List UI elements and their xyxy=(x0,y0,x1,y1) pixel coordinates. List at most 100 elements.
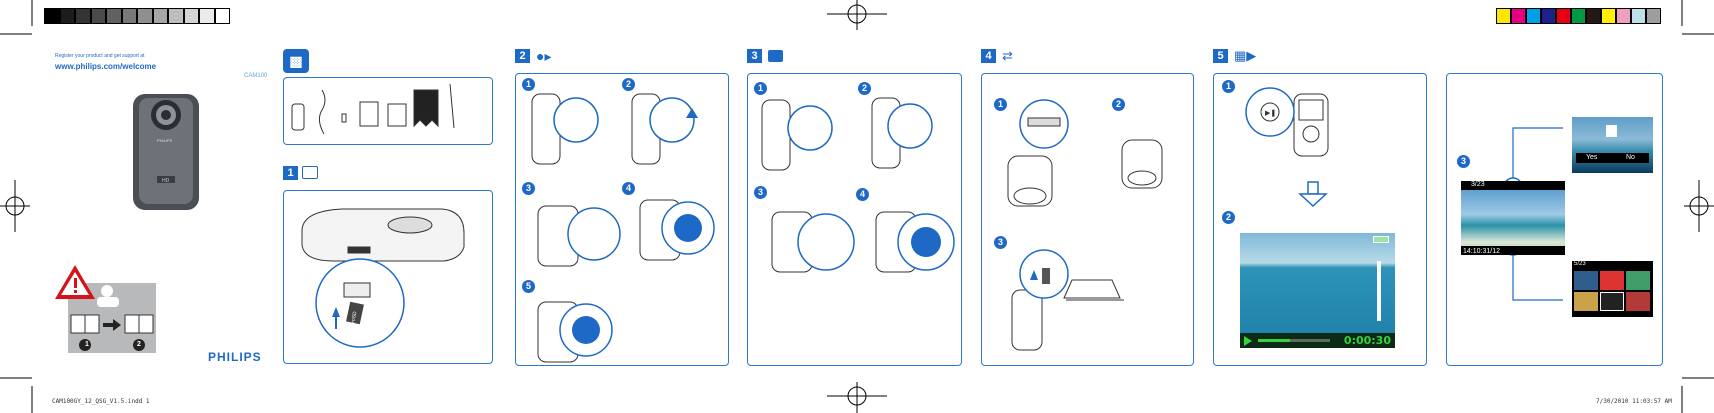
footer-file-info: CAM100GY_12_QSG_V1.5.indd 1 xyxy=(52,398,150,405)
thumbnail-grid-screen: 5/23 xyxy=(1572,261,1653,317)
delete-options-bar: Yes No xyxy=(1576,153,1649,163)
registration-swatch xyxy=(1571,8,1586,24)
playback-control-bar: 0:00:30 xyxy=(1240,333,1395,348)
registration-swatch xyxy=(168,8,184,24)
progress-bar[interactable] xyxy=(1258,339,1330,342)
thumb-2[interactable] xyxy=(1600,271,1624,290)
warning-step-1: 1 xyxy=(85,341,89,348)
step-3-panel: 1 2 3 4 xyxy=(747,73,962,366)
photo-browse-screen: 3/23 14:10:31/12 xyxy=(1461,181,1565,255)
registration-swatch xyxy=(75,8,91,24)
step-5-sub-1: 1 xyxy=(1222,80,1235,93)
registration-swatch xyxy=(152,8,168,24)
registration-swatch xyxy=(137,8,153,24)
step-4-sub-3: 3 xyxy=(994,236,1007,249)
step-2-sub-1: 1 xyxy=(522,78,535,91)
step-5-panel: 1 2 ▶❚ 0:00:30 xyxy=(1213,73,1427,366)
camera-icon xyxy=(768,50,783,62)
step-2-sub-3: 3 xyxy=(522,182,535,195)
registration-swatch xyxy=(1526,8,1541,24)
step-4-badge: 4 xyxy=(981,49,996,63)
step-2-sub-4: 4 xyxy=(622,182,635,195)
registration-swatch xyxy=(106,8,122,24)
browse-sub-3: 3 xyxy=(1457,155,1470,168)
registration-swatch xyxy=(1616,8,1631,24)
delete-confirm-screen: Yes No xyxy=(1572,117,1653,173)
step-3-sub-1: 1 xyxy=(754,82,767,95)
footer-timestamp: 7/30/2010 11:03:57 AM xyxy=(1596,398,1672,405)
record-video-illustrations xyxy=(531,93,715,363)
registration-swatch xyxy=(1601,8,1616,24)
registration-swatch xyxy=(1631,8,1646,24)
step-2-badge: 2 xyxy=(515,49,530,63)
delete-no-option[interactable]: No xyxy=(1626,154,1635,161)
svg-text:HD: HD xyxy=(162,178,170,184)
thumbnail-counter: 5/23 xyxy=(1574,261,1586,267)
progress-fill xyxy=(1258,339,1291,342)
playback-icon: ▦▶ xyxy=(1234,48,1257,63)
video-playback-screen: 0:00:30 xyxy=(1240,233,1395,348)
step-3-sub-3: 3 xyxy=(754,186,767,199)
video-time: 0:00:30 xyxy=(1343,334,1391,347)
philips-logo: PHILIPS xyxy=(208,350,262,364)
svg-text:▶❚: ▶❚ xyxy=(1265,109,1276,117)
trash-icon xyxy=(1606,125,1617,137)
warning-step-2: 2 xyxy=(137,341,141,348)
volume-slider[interactable] xyxy=(1377,261,1381,321)
step-3-sub-2: 2 xyxy=(858,82,871,95)
registration-swatch xyxy=(199,8,215,24)
step-2-panel: 1 2 3 4 5 xyxy=(515,73,729,366)
battery-indicator-icon xyxy=(1373,236,1389,243)
browse-top-bar xyxy=(1461,181,1565,190)
registration-swatch xyxy=(1541,8,1556,24)
browse-delete-panel: 3 3/23 14:10:31/12 Yes No 5/23 xyxy=(1446,73,1663,366)
svg-text:PHILIPS: PHILIPS xyxy=(157,138,173,143)
step-1-badge: 1 xyxy=(283,166,298,180)
charge-transfer-icon: ⇄ xyxy=(1002,48,1013,63)
step-2-sub-5: 5 xyxy=(522,280,535,293)
registration-swatch xyxy=(214,8,230,24)
registration-swatch xyxy=(183,8,199,24)
thumb-4[interactable] xyxy=(1574,292,1598,311)
insert-microsd-illustration xyxy=(301,208,465,348)
step-4-sub-1: 1 xyxy=(994,98,1007,111)
camcorder-product-image: PHILIPS HD xyxy=(133,94,199,210)
registration-swatch xyxy=(44,8,60,24)
accessories-illustration xyxy=(291,83,455,135)
connect-pc-illustrations xyxy=(1007,99,1163,351)
box-contents-panel xyxy=(283,77,493,145)
photo-counter: 3/23 xyxy=(1471,181,1485,188)
register-line: Register your product and get support at xyxy=(55,53,145,59)
step-5-sub-2: 2 xyxy=(1222,211,1235,224)
battery-icon xyxy=(302,166,318,179)
take-photo-illustrations xyxy=(761,97,955,273)
registration-swatch xyxy=(1556,8,1571,24)
thumb-5[interactable] xyxy=(1600,292,1624,311)
box-contents-icon: ▩ xyxy=(283,49,309,73)
thumb-1[interactable] xyxy=(1574,271,1598,290)
photo-timestamp: 14:10:31/12 xyxy=(1463,248,1500,255)
registration-swatch xyxy=(1511,8,1526,24)
thumb-6[interactable] xyxy=(1626,292,1650,311)
video-camera-icon: ●▸ xyxy=(536,48,552,64)
step-1-panel: microSD xyxy=(283,190,493,364)
registration-swatch xyxy=(1646,8,1661,24)
read-manual-warning-graphic xyxy=(55,265,156,353)
model-number: CAM100 xyxy=(244,73,268,79)
support-url[interactable]: www.philips.com/welcome xyxy=(55,62,157,71)
delete-yes-option[interactable]: Yes xyxy=(1586,154,1598,161)
registration-swatch xyxy=(1496,8,1511,24)
step-3-badge: 3 xyxy=(747,49,762,63)
registration-swatch xyxy=(90,8,106,24)
step-2-sub-2: 2 xyxy=(622,78,635,91)
thumb-3[interactable] xyxy=(1626,271,1650,290)
registration-swatch xyxy=(59,8,75,24)
play-icon[interactable] xyxy=(1244,336,1252,346)
step-3-sub-4: 4 xyxy=(856,188,869,201)
step-4-sub-2: 2 xyxy=(1112,98,1125,111)
registration-swatch xyxy=(121,8,137,24)
step-5-badge: 5 xyxy=(1213,49,1228,63)
step-4-panel: 1 2 3 xyxy=(981,73,1194,366)
registration-swatch xyxy=(1586,8,1601,24)
